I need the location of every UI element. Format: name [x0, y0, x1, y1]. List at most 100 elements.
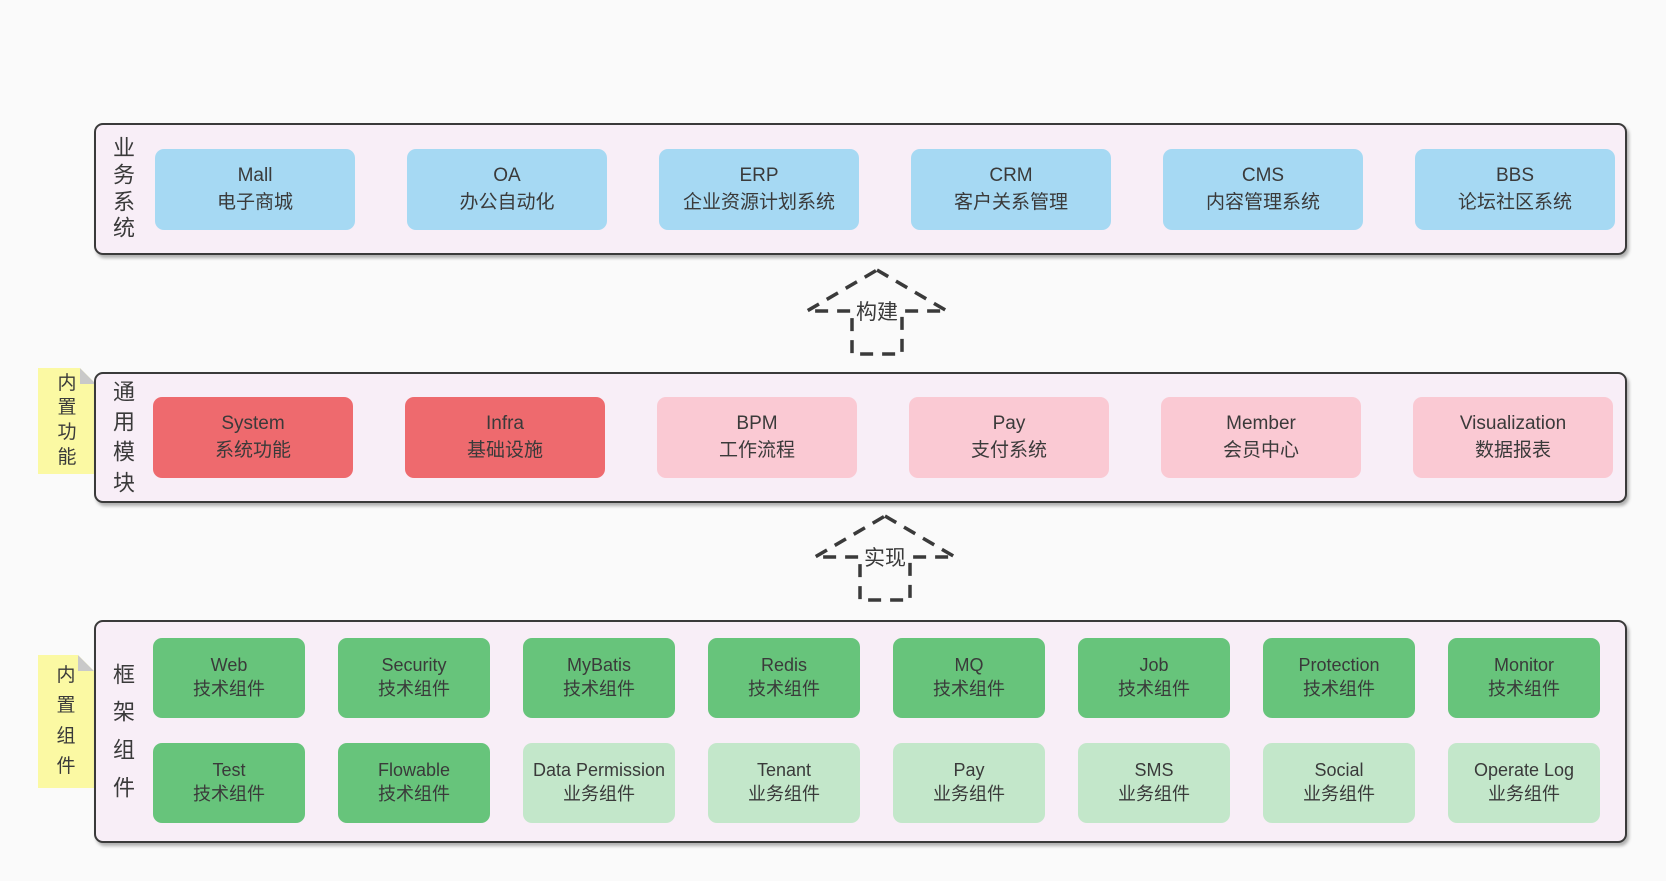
box-title: Member: [1226, 412, 1296, 434]
box-title: Data Permission: [532, 760, 666, 781]
box-infra: Infra 基础设施: [405, 397, 605, 478]
box-title: Social: [1314, 760, 1364, 781]
box-subtitle: 技术组件: [378, 679, 450, 699]
box-title: Redis: [760, 655, 808, 676]
box-subtitle: 业务组件: [1118, 784, 1190, 804]
box-subtitle: 技术组件: [378, 784, 450, 804]
box-redis: Redis 技术组件: [708, 638, 860, 718]
box-protection: Protection 技术组件: [1263, 638, 1415, 718]
box-subtitle: 支付系统: [970, 439, 1047, 461]
box-title: Monitor: [1493, 655, 1555, 676]
box-subtitle: 业务组件: [1303, 784, 1375, 804]
box-tenant: Tenant 业务组件: [708, 743, 860, 823]
box-member: Member 会员中心: [1161, 397, 1361, 478]
box-web: Web 技术组件: [153, 638, 305, 718]
box-title: Protection: [1298, 655, 1380, 676]
band-label-common-modules: 通 用 模 块: [112, 378, 135, 495]
sticky-text: 内 置 功 能: [57, 372, 77, 468]
box-title: Security: [381, 655, 447, 676]
box-subtitle: 业务组件: [748, 784, 820, 804]
box-bbs: BBS 论坛社区系统: [1415, 149, 1615, 230]
box-subtitle: 系统功能: [214, 439, 291, 461]
box-visualization: Visualization 数据报表: [1413, 397, 1613, 478]
box-title: Test: [212, 760, 246, 781]
box-crm: CRM 客户关系管理: [911, 149, 1111, 230]
box-title: SMS: [1134, 760, 1174, 781]
box-title: CRM: [989, 164, 1033, 186]
box-subtitle: 客户关系管理: [953, 191, 1068, 213]
box-title: Infra: [485, 412, 525, 434]
box-cms: CMS 内容管理系统: [1163, 149, 1363, 230]
box-title: Job: [1139, 655, 1169, 676]
box-subtitle: 论坛社区系统: [1457, 191, 1572, 213]
box-title: Operate Log: [1473, 760, 1575, 781]
box-subtitle: 业务组件: [563, 784, 635, 804]
box-title: System: [221, 412, 285, 434]
box-subtitle: 工作流程: [718, 439, 795, 461]
box-subtitle: 技术组件: [193, 679, 265, 699]
box-subtitle: 业务组件: [1488, 784, 1560, 804]
box-mybatis: MyBatis 技术组件: [523, 638, 675, 718]
box-title: CMS: [1241, 164, 1285, 186]
box-mall: Mall 电子商城: [155, 149, 355, 230]
box-subtitle: 电子商城: [216, 191, 293, 213]
box-title: Mall: [237, 164, 273, 186]
box-bpm: BPM 工作流程: [657, 397, 857, 478]
box-pay-system: Pay 支付系统: [909, 397, 1109, 478]
sticky-note-built-in-features: 内 置 功 能: [38, 368, 96, 474]
arrow-label-build: 构建: [854, 300, 900, 326]
box-subtitle: 技术组件: [933, 679, 1005, 699]
band-framework-components: 框 架 组 件 Web 技术组件 Security 技术组件 MyBatis 技…: [94, 620, 1627, 843]
sticky-note-built-in-components: 内 置 组 件: [38, 655, 94, 788]
arrow-label-implement: 实现: [862, 546, 908, 572]
box-monitor: Monitor 技术组件: [1448, 638, 1600, 718]
box-subtitle: 会员中心: [1222, 439, 1299, 461]
box-subtitle: 技术组件: [1303, 679, 1375, 699]
box-title: Pay: [953, 760, 985, 781]
box-title: Flowable: [377, 760, 451, 781]
box-job: Job 技术组件: [1078, 638, 1230, 718]
modules-box-row: System 系统功能 Infra 基础设施 BPM 工作流程 Pay 支付系统…: [153, 397, 1613, 478]
box-title: OA: [493, 164, 521, 186]
box-security: Security 技术组件: [338, 638, 490, 718]
box-subtitle: 技术组件: [193, 784, 265, 804]
box-subtitle: 技术组件: [1488, 679, 1560, 699]
box-subtitle: 企业资源计划系统: [682, 191, 835, 213]
box-title: Pay: [992, 412, 1026, 434]
box-operate-log: Operate Log 业务组件: [1448, 743, 1600, 823]
box-data-permission: Data Permission 业务组件: [523, 743, 675, 823]
box-title: MyBatis: [566, 655, 631, 676]
sticky-text: 内 置 组 件: [56, 664, 76, 777]
box-subtitle: 技术组件: [748, 679, 820, 699]
box-test: Test 技术组件: [153, 743, 305, 823]
box-title: Tenant: [756, 760, 812, 781]
band-label-framework-components: 框 架 组 件: [112, 661, 135, 801]
box-erp: ERP 企业资源计划系统: [659, 149, 859, 230]
box-subtitle: 内容管理系统: [1205, 191, 1320, 213]
box-social: Social 业务组件: [1263, 743, 1415, 823]
business-box-row: Mall 电子商城 OA 办公自动化 ERP 企业资源计划系统 CRM 客户关系…: [155, 149, 1615, 230]
box-system: System 系统功能: [153, 397, 353, 478]
box-title: Web: [210, 655, 248, 676]
arrow-implement: 实现: [795, 510, 975, 606]
band-label-business-systems: 业 务 系 统: [112, 135, 135, 241]
box-title: BBS: [1495, 164, 1535, 186]
box-sms: SMS 业务组件: [1078, 743, 1230, 823]
box-subtitle: 数据报表: [1474, 439, 1551, 461]
box-oa: OA 办公自动化: [407, 149, 607, 230]
band-business-systems: 业 务 系 统 Mall 电子商城 OA 办公自动化 ERP 企业资源计划系统 …: [94, 123, 1627, 255]
box-title: Visualization: [1459, 412, 1567, 434]
box-title: ERP: [739, 164, 779, 186]
box-title: MQ: [954, 655, 984, 676]
box-title: BPM: [736, 412, 778, 434]
box-subtitle: 业务组件: [933, 784, 1005, 804]
box-subtitle: 基础设施: [466, 439, 543, 461]
box-flowable: Flowable 技术组件: [338, 743, 490, 823]
box-subtitle: 技术组件: [1118, 679, 1190, 699]
frame-box-row-2: Test 技术组件 Flowable 技术组件 Data Permission …: [153, 743, 1600, 823]
box-subtitle: 技术组件: [563, 679, 635, 699]
folded-corner-icon: [78, 655, 94, 671]
box-subtitle: 办公自动化: [459, 191, 555, 213]
frame-box-row-1: Web 技术组件 Security 技术组件 MyBatis 技术组件 Redi…: [153, 638, 1600, 718]
